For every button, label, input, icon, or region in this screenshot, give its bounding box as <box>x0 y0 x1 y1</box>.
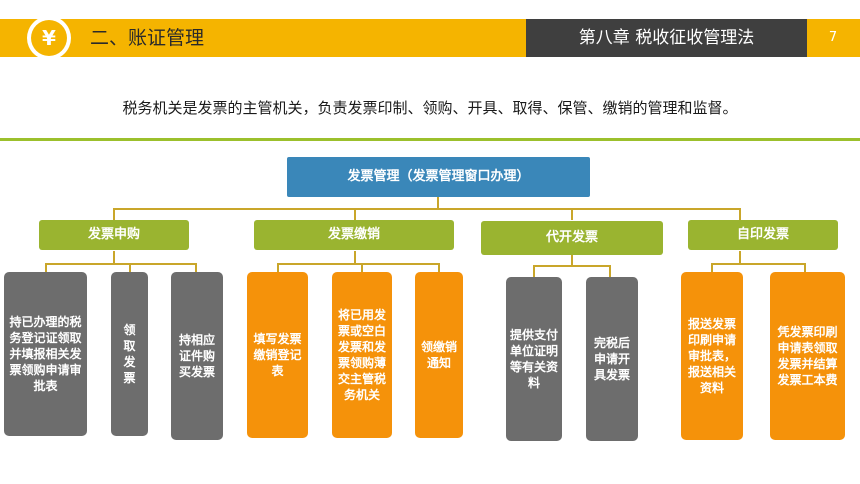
connector-cat-2-bus <box>277 263 440 265</box>
connector-leaf-1-2 <box>129 263 131 272</box>
leaf-issuing-1: 提供支付单位证明等有关资料 <box>506 277 562 441</box>
connector-leaf-2-1 <box>277 263 279 272</box>
connector-leaf-1-1 <box>45 263 47 272</box>
category-cancellation: 发票缴销 <box>254 220 454 250</box>
connector-cat-1-bus <box>45 263 196 265</box>
connector-cat-2-down <box>354 251 356 264</box>
connector-root-down <box>437 197 439 208</box>
connector-cat-1-down <box>113 251 115 264</box>
connector-cat-3 <box>571 208 573 220</box>
yuan-coin-icon: ¥ <box>27 16 71 60</box>
intro-text: 税务机关是发票的主管机关，负责发票印制、领购、开具、取得、保管、缴销的管理和监督… <box>122 99 738 117</box>
connector-cat-3-down <box>571 255 573 266</box>
leaf-purchase-2: 领取发票 <box>111 272 148 436</box>
connector-cat-3-bus <box>533 265 611 267</box>
connector-cat-4-bus <box>711 263 806 265</box>
connector-leaf-4-1 <box>711 263 713 272</box>
leaf-cancellation-1: 填写发票缴销登记表 <box>247 272 308 438</box>
connector-cat-4-down <box>739 251 741 264</box>
connector-leaf-3-1 <box>533 265 535 277</box>
leaf-self-printing-1: 报送发票印刷申请审批表，报送相关资料 <box>681 272 743 440</box>
connector-leaf-1-3 <box>195 263 197 272</box>
page-number: 7 <box>828 30 838 45</box>
leaf-self-printing-2: 凭发票印刷申请表领取发票并结算发票工本费 <box>770 272 845 440</box>
connector-leaf-4-2 <box>804 263 806 272</box>
connector-cat-2 <box>354 208 356 220</box>
divider-line <box>0 138 860 141</box>
connector-category-bus <box>113 208 740 210</box>
leaf-issuing-2: 完税后申请开具发票 <box>586 277 638 441</box>
connector-cat-1 <box>113 208 115 220</box>
category-issuing-on-behalf: 代开发票 <box>481 221 663 255</box>
leaf-purchase-3: 持相应证件购买发票 <box>171 272 223 440</box>
category-purchase: 发票申购 <box>39 220 189 250</box>
connector-cat-4 <box>739 208 741 220</box>
connector-leaf-3-2 <box>609 265 611 277</box>
chapter-banner <box>526 19 807 57</box>
leaf-cancellation-3: 领缴销通知 <box>415 272 463 438</box>
section-title: 二、账证管理 <box>90 27 205 49</box>
leaf-cancellation-2: 将已用发票或空白发票和发票领购薄交主管税务机关 <box>332 272 392 438</box>
root-node: 发票管理（发票管理窗口办理） <box>287 157 590 197</box>
leaf-purchase-1: 持已办理的税务登记证领取并填报相关发票领购申请审批表 <box>4 272 87 436</box>
yuan-symbol: ¥ <box>31 20 67 56</box>
category-self-printing: 自印发票 <box>688 220 838 250</box>
chapter-title: 第八章 税收征收管理法 <box>578 28 755 48</box>
connector-leaf-2-2 <box>361 263 363 272</box>
connector-leaf-2-3 <box>438 263 440 272</box>
